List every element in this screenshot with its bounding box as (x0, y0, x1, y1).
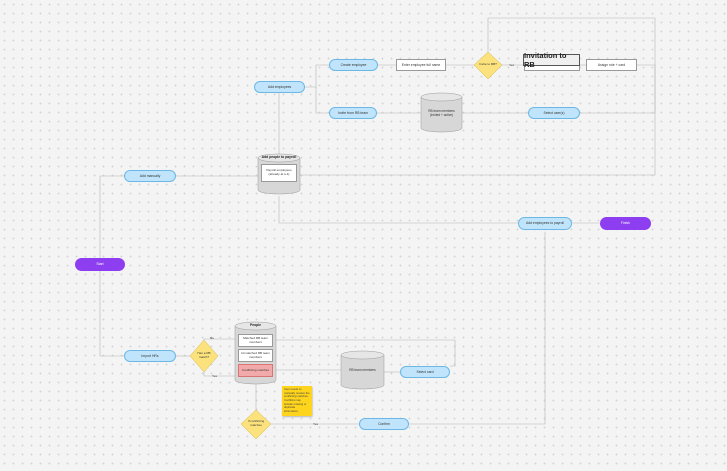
rb-team-members-db: RB team members (invited + active) (428, 109, 455, 117)
edge-label-yes: Yes (313, 422, 319, 426)
rb-team-members-db-2: RB team members (349, 368, 376, 372)
assign-role-box[interactable]: Assign role + card (586, 59, 637, 71)
edge-label-no: No (210, 336, 214, 340)
matched-rb-box: Matched RB team members (238, 334, 273, 347)
add-employees-node[interactable]: Add employees (254, 81, 305, 93)
import-file-node[interactable]: Import HRs (124, 350, 176, 362)
finish-node[interactable]: Finish (600, 217, 651, 230)
add-to-payroll-node[interactable]: Add employees to payroll (518, 217, 572, 230)
start-node[interactable]: Start (75, 258, 125, 271)
add-manually-node[interactable]: Add manually (124, 170, 176, 182)
enter-full-name-box[interactable]: Enter employee full name (396, 59, 446, 71)
edge-label-yes: Yes (509, 63, 515, 67)
invitation-tooltip: Invitation to RB (523, 51, 580, 69)
add-people-title: Add people to payroll (261, 155, 297, 159)
conflicting-matches-box: Conflicting matches (238, 364, 273, 377)
invite-to-rb-decision: Invite to RB? (479, 62, 497, 67)
create-employee-node[interactable]: Create employee (329, 59, 378, 71)
conflicting-matches-decision: If conflicting matches (247, 419, 265, 427)
select-user-node[interactable]: Select user(s) (528, 107, 580, 119)
invite-from-rb-node[interactable]: Invite from RB team (329, 107, 377, 119)
confirm-node[interactable]: Confirm (359, 418, 409, 430)
edge-label-yes: Yes (212, 374, 218, 378)
select-card-node[interactable]: Select card (400, 366, 450, 378)
payroll-employees-box: Payroll employees (already at t+1) (261, 164, 297, 182)
sticky-note[interactable]: User needs to manually resolve the confl… (282, 386, 312, 416)
unmatched-rb-box: Unmatched RB team members (238, 349, 273, 362)
decision-diamonds (189, 51, 503, 440)
has-rb-match-decision: Has a RB match? (197, 351, 211, 359)
people-title: People (249, 323, 262, 327)
